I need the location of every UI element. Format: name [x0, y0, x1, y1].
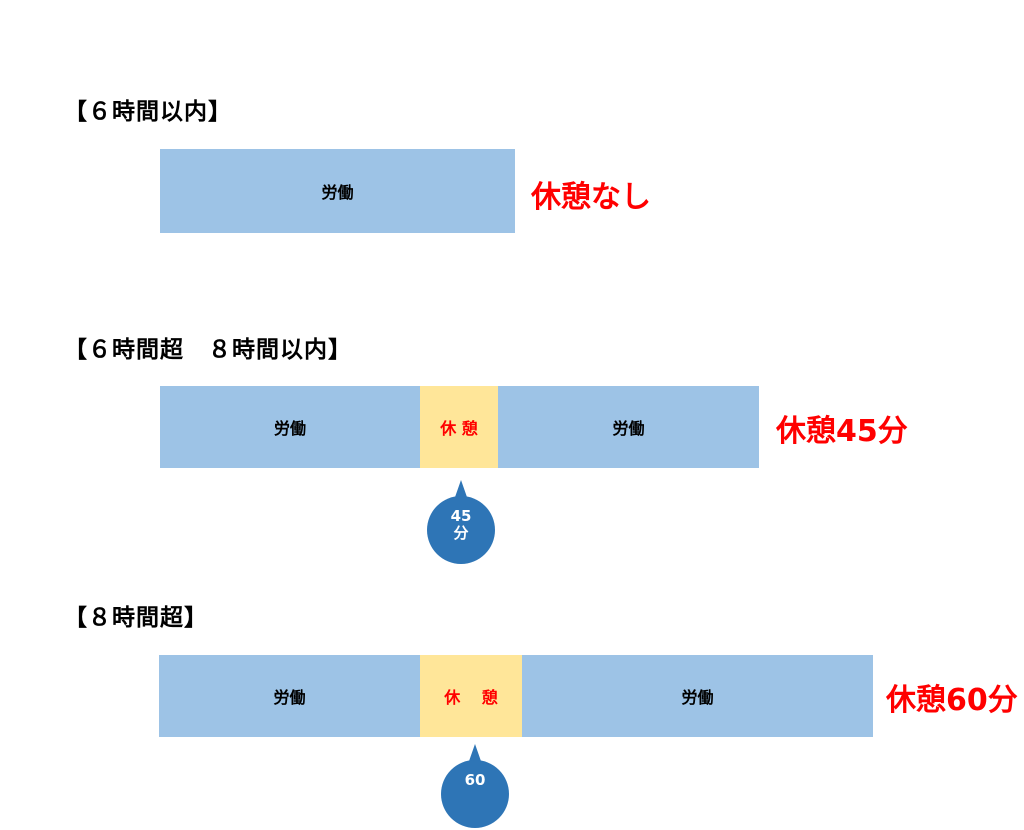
section-1-work-segment: 労働: [160, 149, 515, 233]
section-2-heading: 【６時間超 ８時間以内】: [64, 337, 352, 363]
section-2-result: 休憩45分: [776, 414, 908, 449]
section-2-duration-callout: 45 分: [423, 480, 499, 566]
section-3-result: 休憩60分: [886, 683, 1018, 718]
section-3-work-segment-2: 労働: [522, 655, 873, 737]
section-2-work-segment-2: 労働: [498, 386, 759, 468]
work-label: 労働: [612, 419, 645, 438]
work-label: 労働: [273, 688, 306, 707]
rest-label: 休 憩: [440, 419, 478, 438]
section-2-rest-segment: 休 憩: [420, 386, 498, 468]
section-1-result: 休憩なし: [531, 180, 651, 215]
section-2-work-segment-1: 労働: [160, 386, 420, 468]
callout-value: 60: [464, 771, 486, 789]
work-label: 労働: [273, 419, 306, 438]
callout-value: 45: [450, 507, 472, 525]
section-3-heading: 【８時間超】: [64, 605, 208, 631]
section-3-rest-segment: 休 憩: [420, 655, 522, 737]
callout-bubble-icon: [427, 480, 495, 564]
section-1-heading: 【６時間以内】: [64, 99, 232, 125]
rest-label: 休 憩: [444, 688, 498, 707]
callout-unit: 分: [453, 524, 469, 542]
section-3-duration-callout: 60: [437, 744, 513, 830]
work-label: 労働: [321, 183, 354, 202]
work-label: 労働: [681, 688, 714, 707]
section-3-work-segment-1: 労働: [159, 655, 420, 737]
